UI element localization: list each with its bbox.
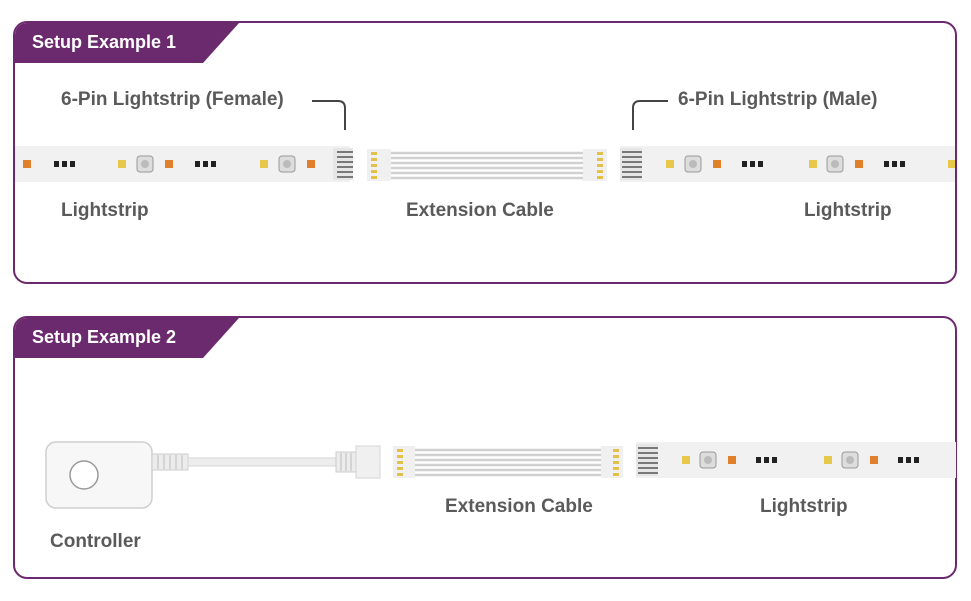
setup-example-2-tab: Setup Example 2 [15,318,239,358]
setup-example-1-tab: Setup Example 1 [15,23,239,63]
lightstrip-2-label: Lightstrip [760,496,848,517]
female-leader-line [312,100,346,130]
setup-example-1-title: Setup Example 1 [32,32,177,52]
lightstrip-left-label: Lightstrip [61,200,149,221]
setup-example-2-title: Setup Example 2 [32,327,177,347]
female-connector-label: 6-Pin Lightstrip (Female) [61,89,284,110]
lightstrip-left [15,146,353,182]
controller-device [45,441,381,509]
lightstrip-right-label: Lightstrip [804,200,892,221]
extension-cable-1-label: Extension Cable [406,200,554,221]
led-orange [23,160,31,168]
extension-cable-2 [393,446,623,478]
lightstrip-2 [636,442,956,478]
male-leader-line [632,100,668,130]
lightstrip-right [620,146,955,182]
male-connector-label: 6-Pin Lightstrip (Male) [678,89,878,110]
extension-cable-2-label: Extension Cable [445,496,593,517]
controller-label: Controller [50,531,141,552]
extension-cable-1 [367,149,607,181]
